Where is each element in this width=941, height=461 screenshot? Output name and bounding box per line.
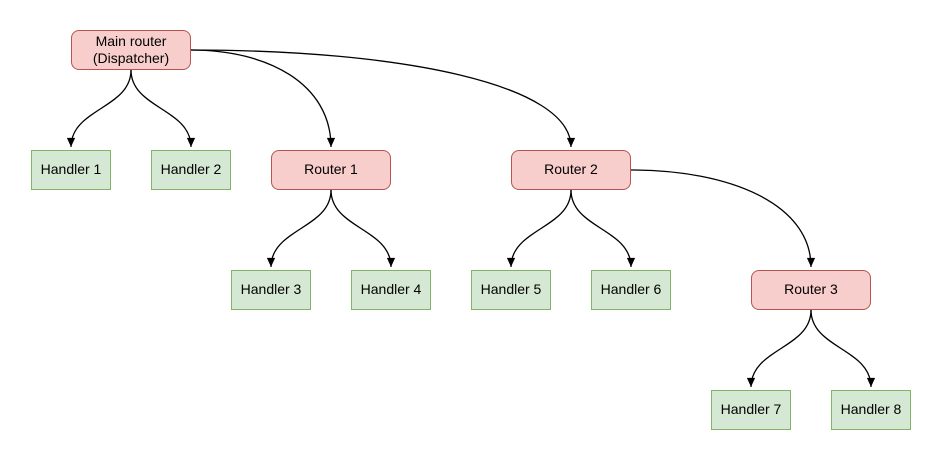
node-label: Handler 3 xyxy=(240,281,302,298)
node-handler-8: Handler 8 xyxy=(831,390,911,430)
node-label: Handler 7 xyxy=(720,401,782,418)
node-label: Handler 6 xyxy=(600,281,662,298)
node-label: Main router (Dispatcher) xyxy=(92,32,170,66)
node-label: Handler 8 xyxy=(840,401,902,418)
node-handler-1: Handler 1 xyxy=(31,150,111,190)
node-router-2: Router 2 xyxy=(511,150,631,190)
edge-main-router-to-router-1 xyxy=(190,49,336,148)
node-handler-4: Handler 4 xyxy=(351,270,431,310)
node-handler-6: Handler 6 xyxy=(591,270,671,310)
edge-router-3-to-handler-7 xyxy=(746,309,812,388)
node-handler-7: Handler 7 xyxy=(711,390,791,430)
node-handler-5: Handler 5 xyxy=(471,270,551,310)
edge-main-router-to-handler-2 xyxy=(130,69,196,148)
node-router-1: Router 1 xyxy=(271,150,391,190)
edge-router-2-to-router-3 xyxy=(630,169,816,268)
node-handler-2: Handler 2 xyxy=(151,150,231,190)
edge-main-router-to-handler-1 xyxy=(66,69,132,148)
node-label: Handler 5 xyxy=(480,281,542,298)
node-label: Router 2 xyxy=(544,161,598,178)
node-label: Handler 2 xyxy=(160,161,222,178)
edge-router-1-to-handler-4 xyxy=(330,189,396,268)
edge-router-2-to-handler-5 xyxy=(506,189,572,268)
node-router-3: Router 3 xyxy=(751,270,871,310)
edge-router-1-to-handler-3 xyxy=(266,189,332,268)
node-label: Handler 4 xyxy=(360,281,422,298)
edge-main-router-to-router-2 xyxy=(190,49,576,148)
edge-router-3-to-handler-8 xyxy=(810,309,876,388)
node-label: Handler 1 xyxy=(40,161,102,178)
node-main-router: Main router (Dispatcher) xyxy=(71,30,191,70)
node-label: Router 1 xyxy=(304,161,358,178)
edge-router-2-to-handler-6 xyxy=(570,189,636,268)
node-label: Router 3 xyxy=(784,281,838,298)
node-handler-3: Handler 3 xyxy=(231,270,311,310)
